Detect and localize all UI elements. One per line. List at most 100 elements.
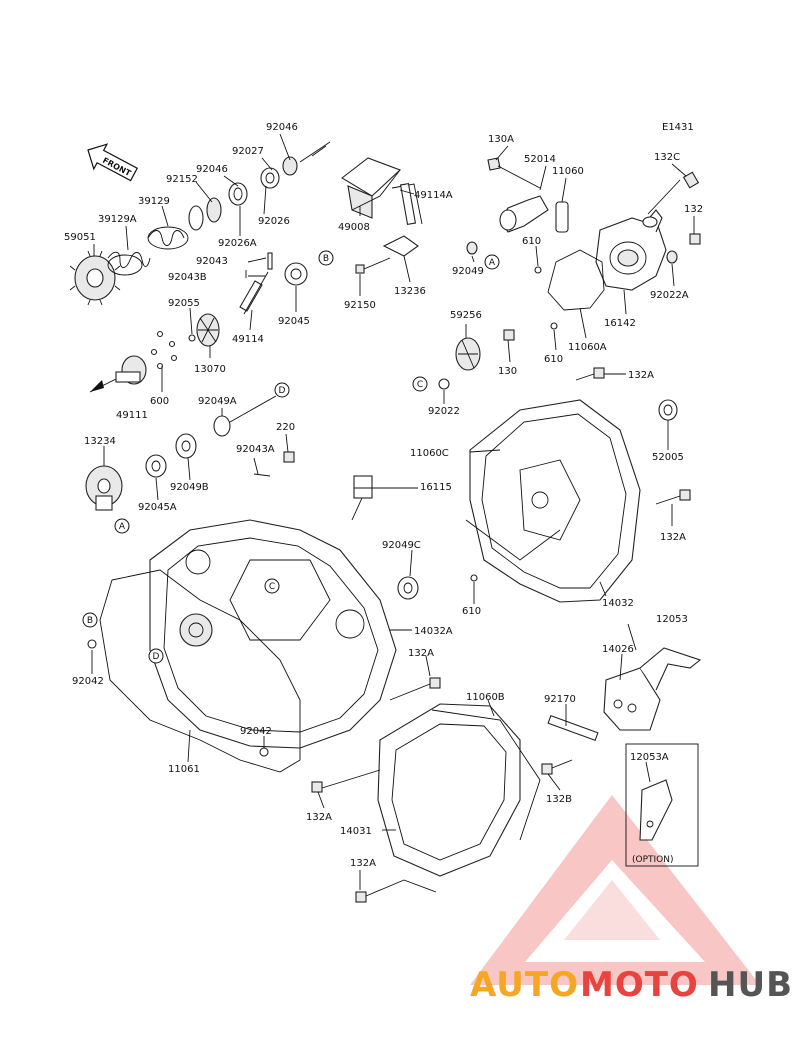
label-49114: 49114 (232, 334, 264, 345)
svg-text:D: D (153, 652, 160, 662)
spring-39129 (147, 226, 189, 250)
label-92055: 92055 (168, 298, 200, 309)
label-11060c: 11060C (410, 448, 449, 459)
label-130a: 130A (488, 134, 514, 145)
dowel-92042-a (87, 639, 97, 649)
oil-seal-92045 (284, 262, 308, 286)
label-14026: 14026 (602, 644, 634, 655)
washer-92022a (666, 250, 678, 264)
label-14032: 14032 (602, 598, 634, 609)
label-132b: 132B (546, 794, 572, 805)
svg-text:B: B (323, 254, 329, 264)
bolt-132c (647, 179, 681, 215)
label-92022: 92022 (428, 406, 460, 417)
circlip-92055 (188, 334, 196, 342)
label-14032a: 14032A (414, 626, 453, 637)
label-92045: 92045 (278, 316, 310, 327)
seal-92045a (145, 454, 167, 478)
bearing-92049b (175, 433, 197, 459)
bolt-132a-right (655, 489, 691, 505)
watermark-hub: HUB (708, 965, 793, 1005)
gasket-11060 (555, 201, 569, 233)
seal-92049 (466, 241, 478, 255)
bolt-132a-mid (389, 677, 441, 701)
watermark-moto: MOTO (580, 965, 699, 1005)
label-92152: 92152 (166, 174, 198, 185)
ref-marker-c-pump: C (412, 376, 428, 392)
label-132a-lower: 132A (306, 812, 332, 823)
label-132a-mid: 132A (408, 648, 434, 659)
label-130: 130 (498, 366, 517, 377)
pin-92043a (253, 473, 271, 477)
label-610-lower: 610 (544, 354, 563, 365)
label-59256: 59256 (450, 310, 482, 321)
label-92049b: 92049B (170, 482, 209, 493)
label-92049-pump: 92049 (452, 266, 484, 277)
label-92046-top: 92046 (266, 122, 298, 133)
option-box (625, 743, 699, 867)
label-92043b: 92043B (168, 272, 207, 283)
label-14031: 14031 (340, 826, 372, 837)
washer-92022 (438, 378, 450, 390)
front-arrow: FRONT (87, 143, 139, 182)
label-92042-mid: 92042 (240, 726, 272, 737)
label-92042-left: 92042 (72, 676, 104, 687)
ref-marker-a-pump: A (484, 254, 500, 270)
label-92045a: 92045A (138, 502, 177, 513)
svg-text:B: B (87, 616, 93, 626)
label-132a-right: 132A (660, 532, 686, 543)
label-132c: 132C (654, 152, 680, 163)
plug-220 (283, 451, 295, 463)
label-610-case: 610 (462, 606, 481, 617)
gasket-11061 (99, 569, 301, 773)
dipstick-16115 (351, 475, 373, 521)
collars-92152-92026a (188, 156, 298, 231)
leader-lines (91, 133, 695, 890)
label-92026: 92026 (258, 216, 290, 227)
ref-marker-b-case: B (82, 612, 98, 628)
label-92049a: 92049A (198, 396, 237, 407)
impeller-59256 (455, 337, 481, 371)
part-12053a (639, 779, 673, 841)
seal-92049c (397, 576, 419, 600)
label-92022a: 92022A (650, 290, 689, 301)
magneto-cover-14031 (377, 703, 521, 877)
bolt-132a-lower (311, 769, 381, 793)
label-12053: 12053 (656, 614, 688, 625)
bolt-130 (503, 329, 515, 341)
watermark-text: AUTO MOTO HUB (470, 965, 793, 1005)
option-label: (OPTION) (632, 855, 674, 865)
label-59051: 59051 (64, 232, 96, 243)
label-13070: 13070 (194, 364, 226, 375)
shaft-49114 (239, 271, 269, 315)
label-11060b: 11060B (466, 692, 505, 703)
ref-marker-c-case: C (264, 578, 280, 594)
balls-600 (150, 330, 178, 370)
label-92170: 92170 (544, 694, 576, 705)
label-610-pump: 610 (522, 236, 541, 247)
svg-text:C: C (417, 380, 423, 390)
label-11061: 11061 (168, 764, 200, 775)
pin-610-a (534, 266, 542, 274)
label-92049c: 92049C (382, 540, 421, 551)
svg-text:C: C (269, 582, 275, 592)
label-92027: 92027 (232, 146, 264, 157)
gear-13234 (85, 465, 123, 511)
label-92043a: 92043A (236, 444, 275, 455)
gasket-11060b (431, 709, 541, 841)
label-132a-top: 132A (628, 370, 654, 381)
label-52014: 52014 (524, 154, 556, 165)
dowel-92042-b (259, 747, 269, 757)
label-16142: 16142 (604, 318, 636, 329)
pin-92043 (267, 252, 273, 270)
label-39129a: 39129A (98, 214, 137, 225)
label-132: 132 (684, 204, 703, 215)
label-39129: 39129 (138, 196, 170, 207)
crankcase-cover-14032a (149, 519, 397, 749)
ref-marker-d-case: D (148, 648, 164, 664)
diagram-code: E1431 (662, 122, 694, 133)
plate-13236 (382, 235, 419, 257)
impeller-13070 (196, 313, 220, 347)
